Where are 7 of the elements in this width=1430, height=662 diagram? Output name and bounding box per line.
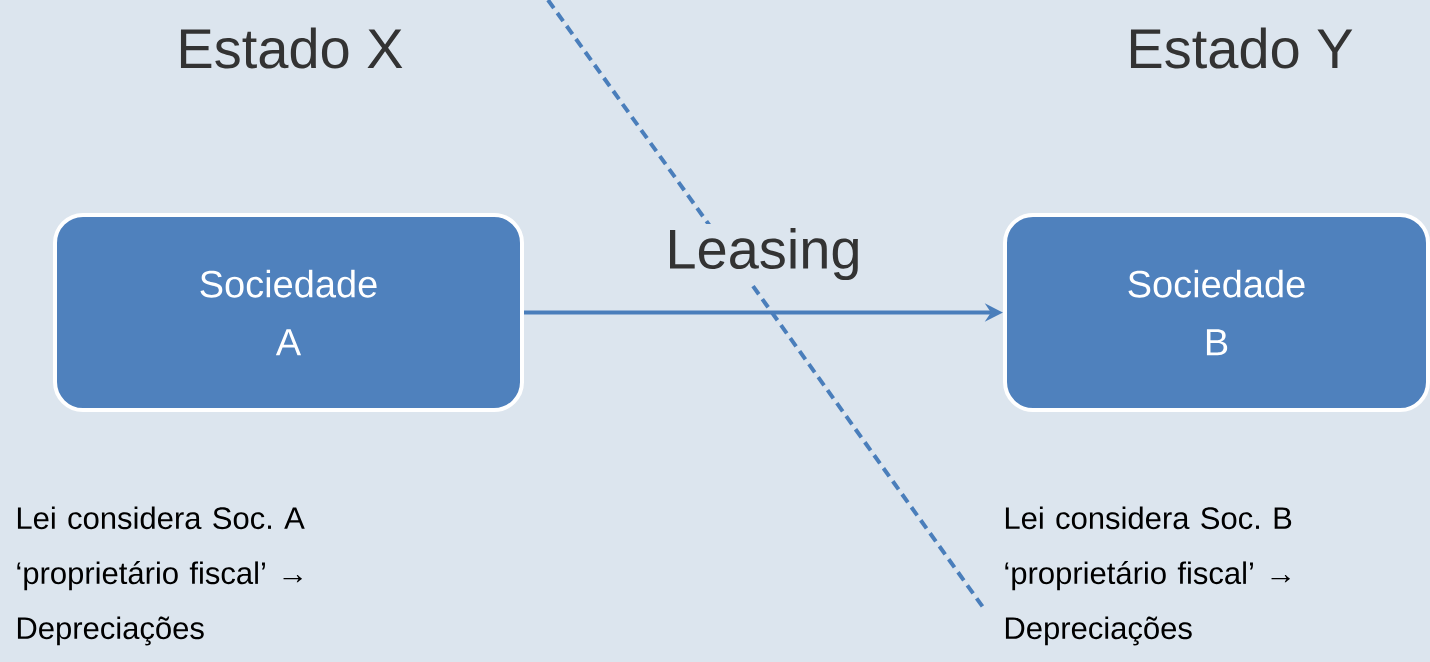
heading-text: Estado X: [180, 27, 403, 69]
process-box: Sociedade B: [1003, 213, 1430, 412]
note-text: Lei considera Soc. B ‘proprietário fiscal’ → Depreciações: [1005, 506, 1292, 646]
heading-text: Estado Y: [1130, 27, 1353, 69]
edge-label: Leasing: [670, 227, 858, 281]
note-text: Lei considera Soc. A ‘proprietário fiscal’ → Depreciações: [17, 506, 305, 646]
process-box: Sociedade A: [53, 213, 524, 412]
